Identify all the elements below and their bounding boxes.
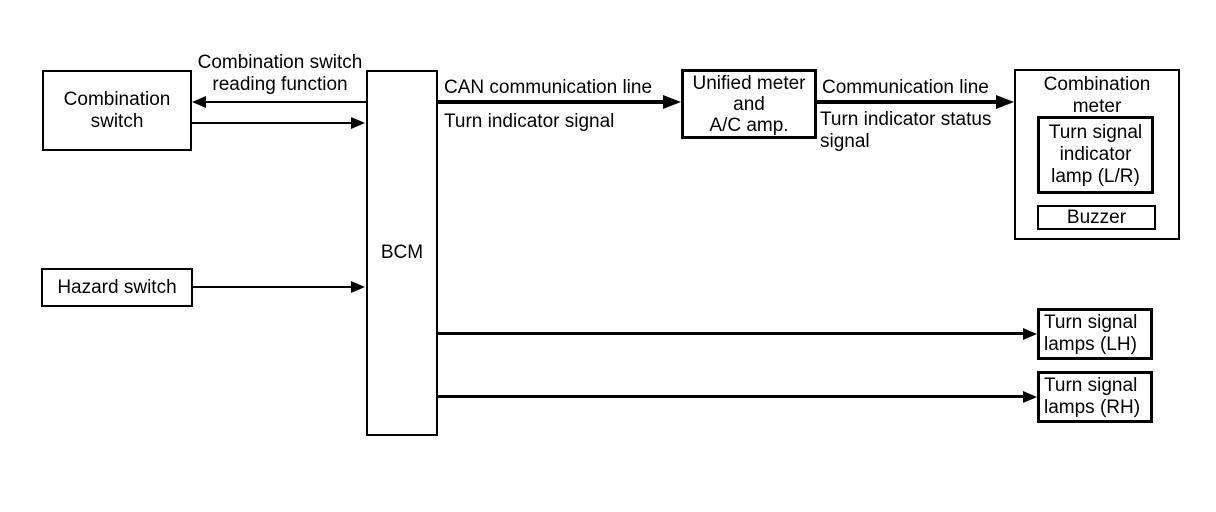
arrow-line	[438, 100, 664, 104]
node-unified-meter-ac-amp: Unified meter and A/C amp.	[681, 69, 817, 139]
arrow-line	[817, 100, 997, 104]
arrow-line	[193, 286, 351, 288]
label-turn-indicator-status-signal: Turn indicator status signal	[820, 109, 992, 152]
arrowhead-right-icon	[663, 95, 681, 109]
label-communication-line: Communication line	[822, 77, 989, 98]
arrowhead-right-icon	[996, 95, 1014, 109]
node-bcm: BCM	[366, 70, 438, 436]
label-can-communication-line: CAN communication line	[444, 77, 653, 98]
arrowhead-left-icon	[192, 96, 206, 108]
arrow-line	[438, 395, 1024, 398]
label-turn-indicator-signal: Turn indicator signal	[444, 111, 615, 132]
arrow-line	[205, 101, 367, 103]
node-turn-signal-indicator-lamp: Turn signal indicator lamp (L/R)	[1037, 116, 1154, 194]
node-hazard-switch: Hazard switch	[41, 268, 193, 307]
node-turn-signal-lamps-rh: Turn signal lamps (RH)	[1037, 371, 1153, 423]
arrowhead-right-icon	[1023, 391, 1037, 403]
arrow-line	[438, 332, 1024, 335]
combination-meter-label: Combination meter	[1043, 74, 1151, 117]
node-turn-signal-lamps-lh: Turn signal lamps (LH)	[1037, 308, 1153, 360]
node-buzzer: Buzzer	[1037, 205, 1156, 230]
arrowhead-right-icon	[351, 117, 365, 129]
arrow-line	[192, 122, 351, 124]
node-combination-switch: Combination switch	[42, 70, 192, 151]
arrowhead-right-icon	[1023, 328, 1037, 340]
arrowhead-right-icon	[351, 281, 365, 293]
label-combination-switch-reading-function: Combination switch reading function	[197, 52, 363, 95]
